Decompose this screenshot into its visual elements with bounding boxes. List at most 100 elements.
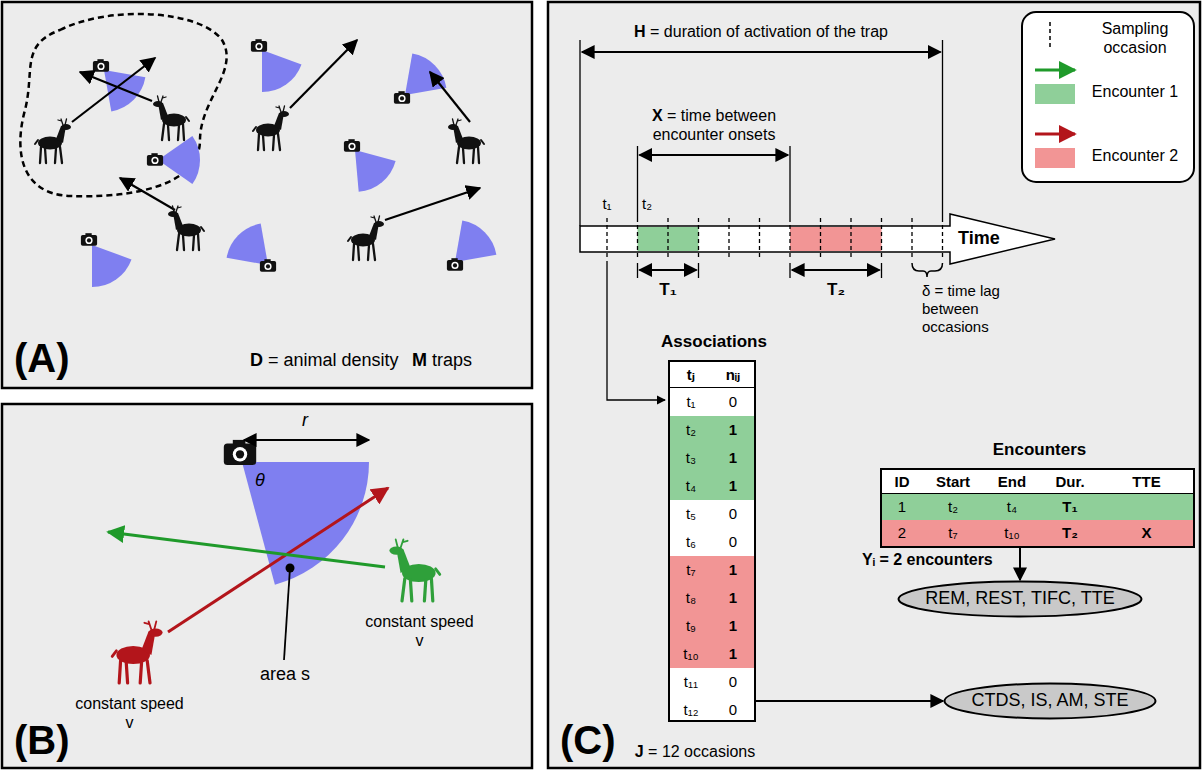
dimension-arrow (582, 52, 941, 270)
label-text: (B) (14, 716, 104, 764)
row-highlight (670, 444, 754, 472)
connector-arrow (756, 700, 943, 702)
table-cell: 0 (712, 668, 754, 696)
method-oval: REM, REST, TIFC, TTE (897, 580, 1143, 618)
table-cell: t₇ (670, 556, 712, 584)
table-cell: Dur. (1040, 470, 1100, 494)
row-highlight (670, 416, 754, 444)
panel: (A)D = animal densityM traps (2, 2, 532, 388)
table-cell: T₂ (1040, 520, 1100, 546)
panel-frame (2, 2, 532, 388)
legend-text: Sampling occasion (1085, 19, 1185, 57)
legend-text: Encounter 2 (1085, 146, 1185, 165)
table-cell: t₄ (670, 472, 712, 500)
legend-sample-line (1049, 22, 1051, 50)
table-cell: t₂ (670, 416, 712, 444)
label-text: θ (250, 470, 270, 492)
table-heading: Associations (630, 332, 798, 352)
label-text: J = 12 occasions (600, 742, 790, 761)
table-cell: 1 (712, 416, 754, 444)
legend-box (1022, 12, 1194, 182)
table-cell: t₁₀ (984, 520, 1040, 546)
label-text: X = time between encounter onsets (628, 106, 800, 144)
row-highlight (670, 472, 754, 500)
label-text: Time (958, 228, 1018, 250)
method-names: REM, REST, TIFC, TTE (925, 588, 1114, 610)
method-names: CTDS, IS, AM, STE (971, 690, 1128, 712)
legend-text: Encounter 1 (1085, 82, 1185, 101)
label-text: D = animal density (250, 350, 430, 372)
table-heading: Encounters (842, 440, 1204, 460)
label-text: constant speed v (362, 612, 477, 650)
table-cell: nᵢⱼ (712, 362, 754, 388)
table-cell: TTE (1100, 470, 1193, 494)
row-highlight (670, 584, 754, 612)
label-text: area s (240, 664, 330, 686)
camera-icon (224, 440, 256, 465)
movement-arrow (108, 532, 385, 567)
label-text: δ = time lag between occasions (922, 282, 1040, 336)
table-cell: 0 (712, 528, 754, 556)
camera-field (242, 462, 369, 585)
table-cell: 1 (712, 612, 754, 640)
table-cell: 1 (882, 494, 922, 520)
table-cell: End (984, 470, 1040, 494)
legend-sample-arrow (1035, 69, 1075, 72)
table-cell: t₁₀ (670, 640, 712, 668)
connector-arrow (1019, 548, 1021, 580)
table-cell: X (1100, 520, 1193, 546)
label-text: t₂ (642, 195, 666, 213)
label-text: M traps (412, 350, 512, 372)
table-cell: t₂ (922, 494, 984, 520)
table-cell: t₈ (670, 584, 712, 612)
movement-arrow (168, 488, 388, 632)
label-text: H = duration of activation of the trap (595, 22, 927, 41)
table-cell: T₁ (1040, 494, 1100, 520)
deer-figure (35, 96, 484, 260)
row-highlight (882, 494, 1193, 520)
panel: (B)rθarea sconstant speed vconstant spee… (2, 404, 532, 768)
legend-sample-arrow (1035, 133, 1075, 136)
table-cell: t₃ (670, 444, 712, 472)
table-cell: 0 (712, 696, 754, 724)
label-text: r (295, 410, 315, 432)
table-cell: ID (882, 470, 922, 494)
deer-figure (389, 539, 439, 601)
camera-field (92, 50, 496, 287)
radius-arrow (244, 439, 369, 441)
leader-line (284, 568, 290, 660)
header-rule (882, 493, 1193, 495)
table-cell: t₅ (670, 500, 712, 528)
label-text: Yᵢ = 2 encounters (862, 550, 1012, 569)
dimension-line (580, 40, 943, 278)
row-highlight (670, 556, 754, 584)
group-outline (20, 14, 226, 196)
table-cell: t₁ (670, 388, 712, 416)
method-oval: CTDS, IS, AM, STE (943, 682, 1157, 720)
panel-frame (548, 2, 1200, 768)
label-text: t₁ (597, 195, 617, 213)
header-rule (670, 387, 754, 389)
table-cell: 1 (712, 640, 754, 668)
brace (912, 263, 943, 277)
table-cell: t₆ (670, 528, 712, 556)
table-cell: t₄ (984, 494, 1040, 520)
panel: (C)H = duration of activation of the tra… (548, 2, 1200, 768)
table-cell: 1 (712, 472, 754, 500)
table-cell: t₉ (670, 612, 712, 640)
table-cell: 1 (712, 584, 754, 612)
leader-arrow (607, 261, 665, 400)
deer-figure (112, 621, 162, 683)
legend-swatch (1035, 148, 1075, 168)
legend-swatch (1035, 84, 1075, 104)
table-cell: 0 (712, 500, 754, 528)
camera-icon (81, 39, 463, 272)
row-highlight (670, 612, 754, 640)
movement-arrow (72, 40, 480, 220)
data-table: IDStartEndDur.TTE1t₂t₄T₁2t₇t₁₀T₂XEncount… (880, 468, 1195, 548)
row-highlight (670, 640, 754, 668)
table-cell: t₁₁ (670, 668, 712, 696)
